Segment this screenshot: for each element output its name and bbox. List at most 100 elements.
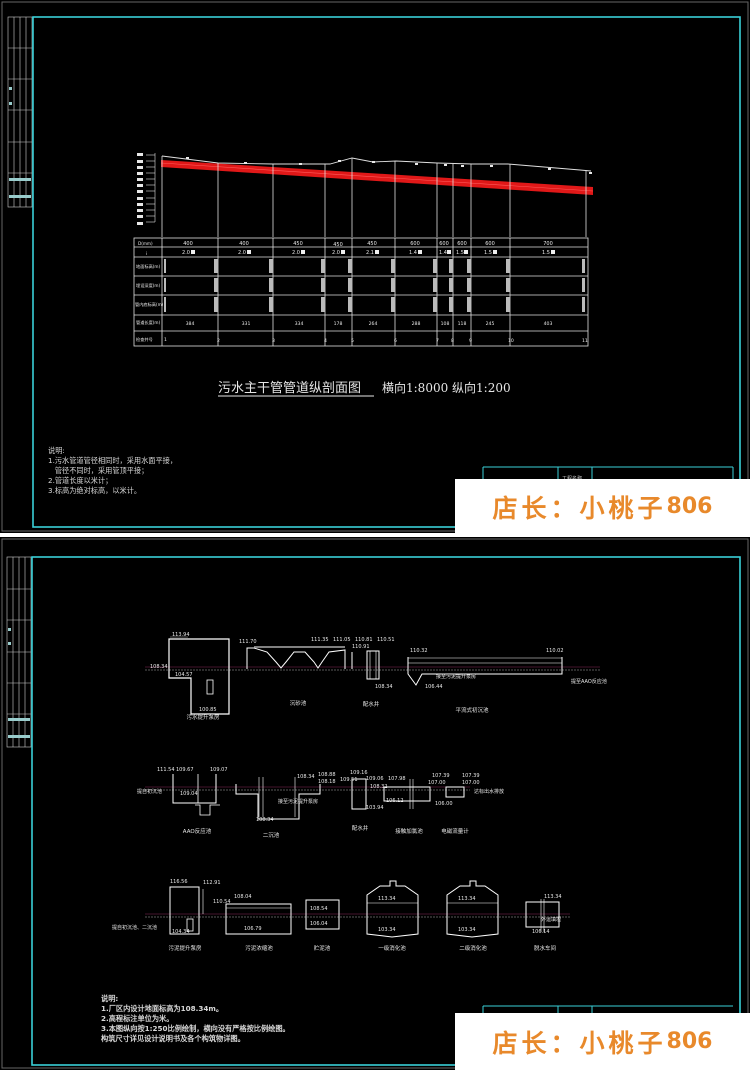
watermark-number: 806: [666, 1029, 713, 1054]
svg-text:108.04: 108.04: [234, 894, 252, 900]
svg-text:107.00: 107.00: [462, 780, 480, 786]
svg-text:104.57: 104.57: [175, 672, 193, 678]
manhole-number: 10: [508, 338, 514, 344]
svg-text:116.56: 116.56: [170, 879, 188, 885]
profile-data-table: [133, 237, 589, 347]
length-value: 178: [334, 321, 343, 327]
unit-label: 提至AAO反应池: [571, 678, 607, 685]
svg-text:100.85: 100.85: [199, 707, 217, 713]
diameter-value: 600: [485, 241, 495, 247]
manhole-number: 4: [324, 338, 327, 344]
drawing-title: 污水主干管管道纵剖面图: [218, 381, 361, 396]
svg-text:113.34: 113.34: [458, 896, 476, 902]
binding-strip: [7, 16, 33, 208]
svg-text:109.04: 109.04: [180, 791, 198, 797]
notes-block: 说明:1.污水管道管径相同时，采用水面平接， 管径不同时，采用管顶平接；2.管道…: [48, 446, 177, 496]
svg-text:108.18: 108.18: [318, 779, 336, 785]
note-line: 1.污水管道管径相同时，采用水面平接，: [48, 456, 178, 465]
row-label-diameter: D(mm): [138, 241, 153, 246]
manhole-number: 8: [451, 338, 454, 344]
svg-text:106.79: 106.79: [244, 926, 262, 932]
pipe-profile: [161, 160, 593, 195]
distribution-well-2: [351, 778, 367, 810]
elevation-ruler: [137, 153, 143, 225]
unit-name-digester-2: 二级消化池: [459, 944, 487, 952]
svg-text:113.34: 113.34: [544, 894, 562, 900]
row-label-depth: 埋设深度(m): [136, 282, 160, 289]
diameter-value: 450: [333, 242, 343, 248]
svg-text:107.98: 107.98: [388, 776, 406, 782]
slope-value: 1.5: [484, 250, 492, 256]
unit-label: 提自初沉池、二沉池: [112, 924, 157, 931]
slope-value: 1.4: [439, 250, 447, 256]
note-line: 构筑尺寸详见设计说明书及各个构筑物详图。: [101, 1034, 245, 1043]
aao-reactor: [172, 774, 217, 804]
length-value: 118: [458, 321, 467, 327]
unit-label: 外运填埋: [541, 916, 561, 923]
svg-text:108.34: 108.34: [256, 817, 274, 823]
distribution-well: [366, 650, 380, 680]
row-label-length: 管道长度(m): [136, 319, 160, 326]
svg-text:103.34: 103.34: [458, 927, 476, 933]
note-line: 2.管道长度以米计；: [48, 476, 113, 485]
length-value: 384: [186, 321, 195, 327]
svg-text:109.16: 109.16: [350, 770, 368, 776]
svg-text:106.04: 106.04: [310, 921, 328, 927]
notes-title: 说明:: [101, 994, 119, 1003]
unit-name-dewatering: 脱水车间: [534, 944, 556, 952]
svg-text:110.51: 110.51: [377, 637, 395, 643]
flow-meter: [445, 786, 465, 798]
svg-text:107.00: 107.00: [428, 780, 446, 786]
length-value: 264: [369, 321, 378, 327]
note-line: 1.厂区内设计地面标高为108.34m。: [101, 1004, 224, 1013]
svg-text:107.39: 107.39: [462, 773, 480, 779]
slope-value: 2.0: [332, 250, 340, 256]
svg-text:106.12: 106.12: [386, 798, 404, 804]
manhole-lines: [161, 156, 587, 237]
primary-digester: [366, 880, 419, 938]
unit-label: 提自初沉池: [137, 788, 162, 795]
svg-text:109.07: 109.07: [210, 767, 228, 773]
drawing-scale: 横向1:8000 纵向1:200: [382, 380, 511, 395]
unit-name-aao: AAO反应池: [183, 827, 212, 835]
slope-value: 2.0: [238, 250, 246, 256]
unit-name-distribution-well: 配水井: [363, 700, 380, 708]
svg-text:107.39: 107.39: [432, 773, 450, 779]
sludge-storage: [305, 899, 340, 930]
manhole-number: 9: [469, 338, 472, 344]
note-line: 2.高程标注单位为米。: [101, 1014, 174, 1023]
unit-name-primary-clarifier: 平流式初沉池: [455, 706, 489, 714]
unit-name-digester-1: 一级消化池: [378, 944, 406, 952]
notes-block: 说明:1.厂区内设计地面标高为108.34m。2.高程标注单位为米。3.本图纵向…: [101, 994, 290, 1044]
svg-text:103.34: 103.34: [378, 927, 396, 933]
drawing-sheet-elevation: 工程名称 113.94 108.34 104.57: [0, 537, 750, 1070]
unit-name-thickener: 污泥浓缩池: [245, 944, 273, 952]
svg-text:109.06: 109.06: [366, 776, 384, 782]
primary-clarifier: [407, 657, 563, 686]
svg-text:108.34: 108.34: [150, 664, 168, 670]
diameter-value: 400: [183, 241, 193, 247]
slope-value: 2.0: [182, 250, 190, 256]
svg-text:106.14: 106.14: [532, 929, 550, 935]
svg-text:106.44: 106.44: [425, 684, 443, 690]
svg-text:106.00: 106.00: [435, 801, 453, 807]
process-row-1: 113.94 108.34 104.57 100.85 111.70 111.3…: [145, 632, 607, 721]
svg-text:111.70: 111.70: [239, 639, 257, 645]
contact-chlorination-tank: [383, 786, 431, 802]
diameter-value: 700: [543, 241, 553, 247]
unit-name-grit-chamber: 沉砂池: [290, 699, 307, 707]
titleblock-label: 工程名称: [562, 475, 582, 482]
diameter-value: 600: [457, 241, 467, 247]
svg-text:111.35: 111.35: [311, 637, 329, 643]
slope-value: 1.5: [542, 250, 550, 256]
diameter-value: 450: [367, 241, 377, 247]
svg-text:113.94: 113.94: [172, 632, 190, 638]
sludge-thickener: [225, 903, 292, 935]
svg-text:111.05: 111.05: [333, 637, 351, 643]
diameter-value: 600: [410, 241, 420, 247]
unit-name-flow-meter: 电磁流量计: [441, 827, 469, 835]
slope-value: 2.1: [366, 250, 374, 256]
drawing-frame: [32, 16, 741, 528]
